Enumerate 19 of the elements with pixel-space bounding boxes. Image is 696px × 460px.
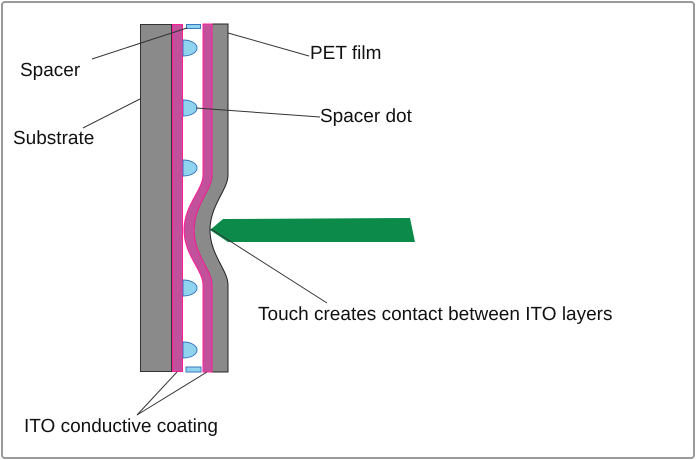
callout-label: Spacer dot bbox=[320, 105, 412, 129]
conductive-coating-layer bbox=[172, 24, 183, 372]
leader-line bbox=[228, 32, 310, 56]
leader-line bbox=[196, 108, 320, 118]
leader-line bbox=[92, 28, 188, 60]
callout-label: ITO conductive coating bbox=[24, 415, 218, 439]
leader-line bbox=[82, 98, 140, 128]
callout-label: PET film bbox=[310, 42, 382, 66]
film-layer bbox=[193, 24, 229, 372]
callout-label: Touch creates contact between ITO layers bbox=[258, 303, 612, 327]
callout-label: Spacer bbox=[20, 59, 80, 83]
leader-line bbox=[136, 372, 208, 416]
spacer-block bbox=[186, 24, 201, 29]
callout-label: Substrate bbox=[13, 127, 94, 151]
stylus bbox=[209, 217, 416, 243]
substrate-layer bbox=[140, 24, 172, 372]
conductive-coating-layer bbox=[183, 24, 213, 372]
leader-line bbox=[210, 228, 328, 304]
leader-line bbox=[136, 372, 178, 416]
